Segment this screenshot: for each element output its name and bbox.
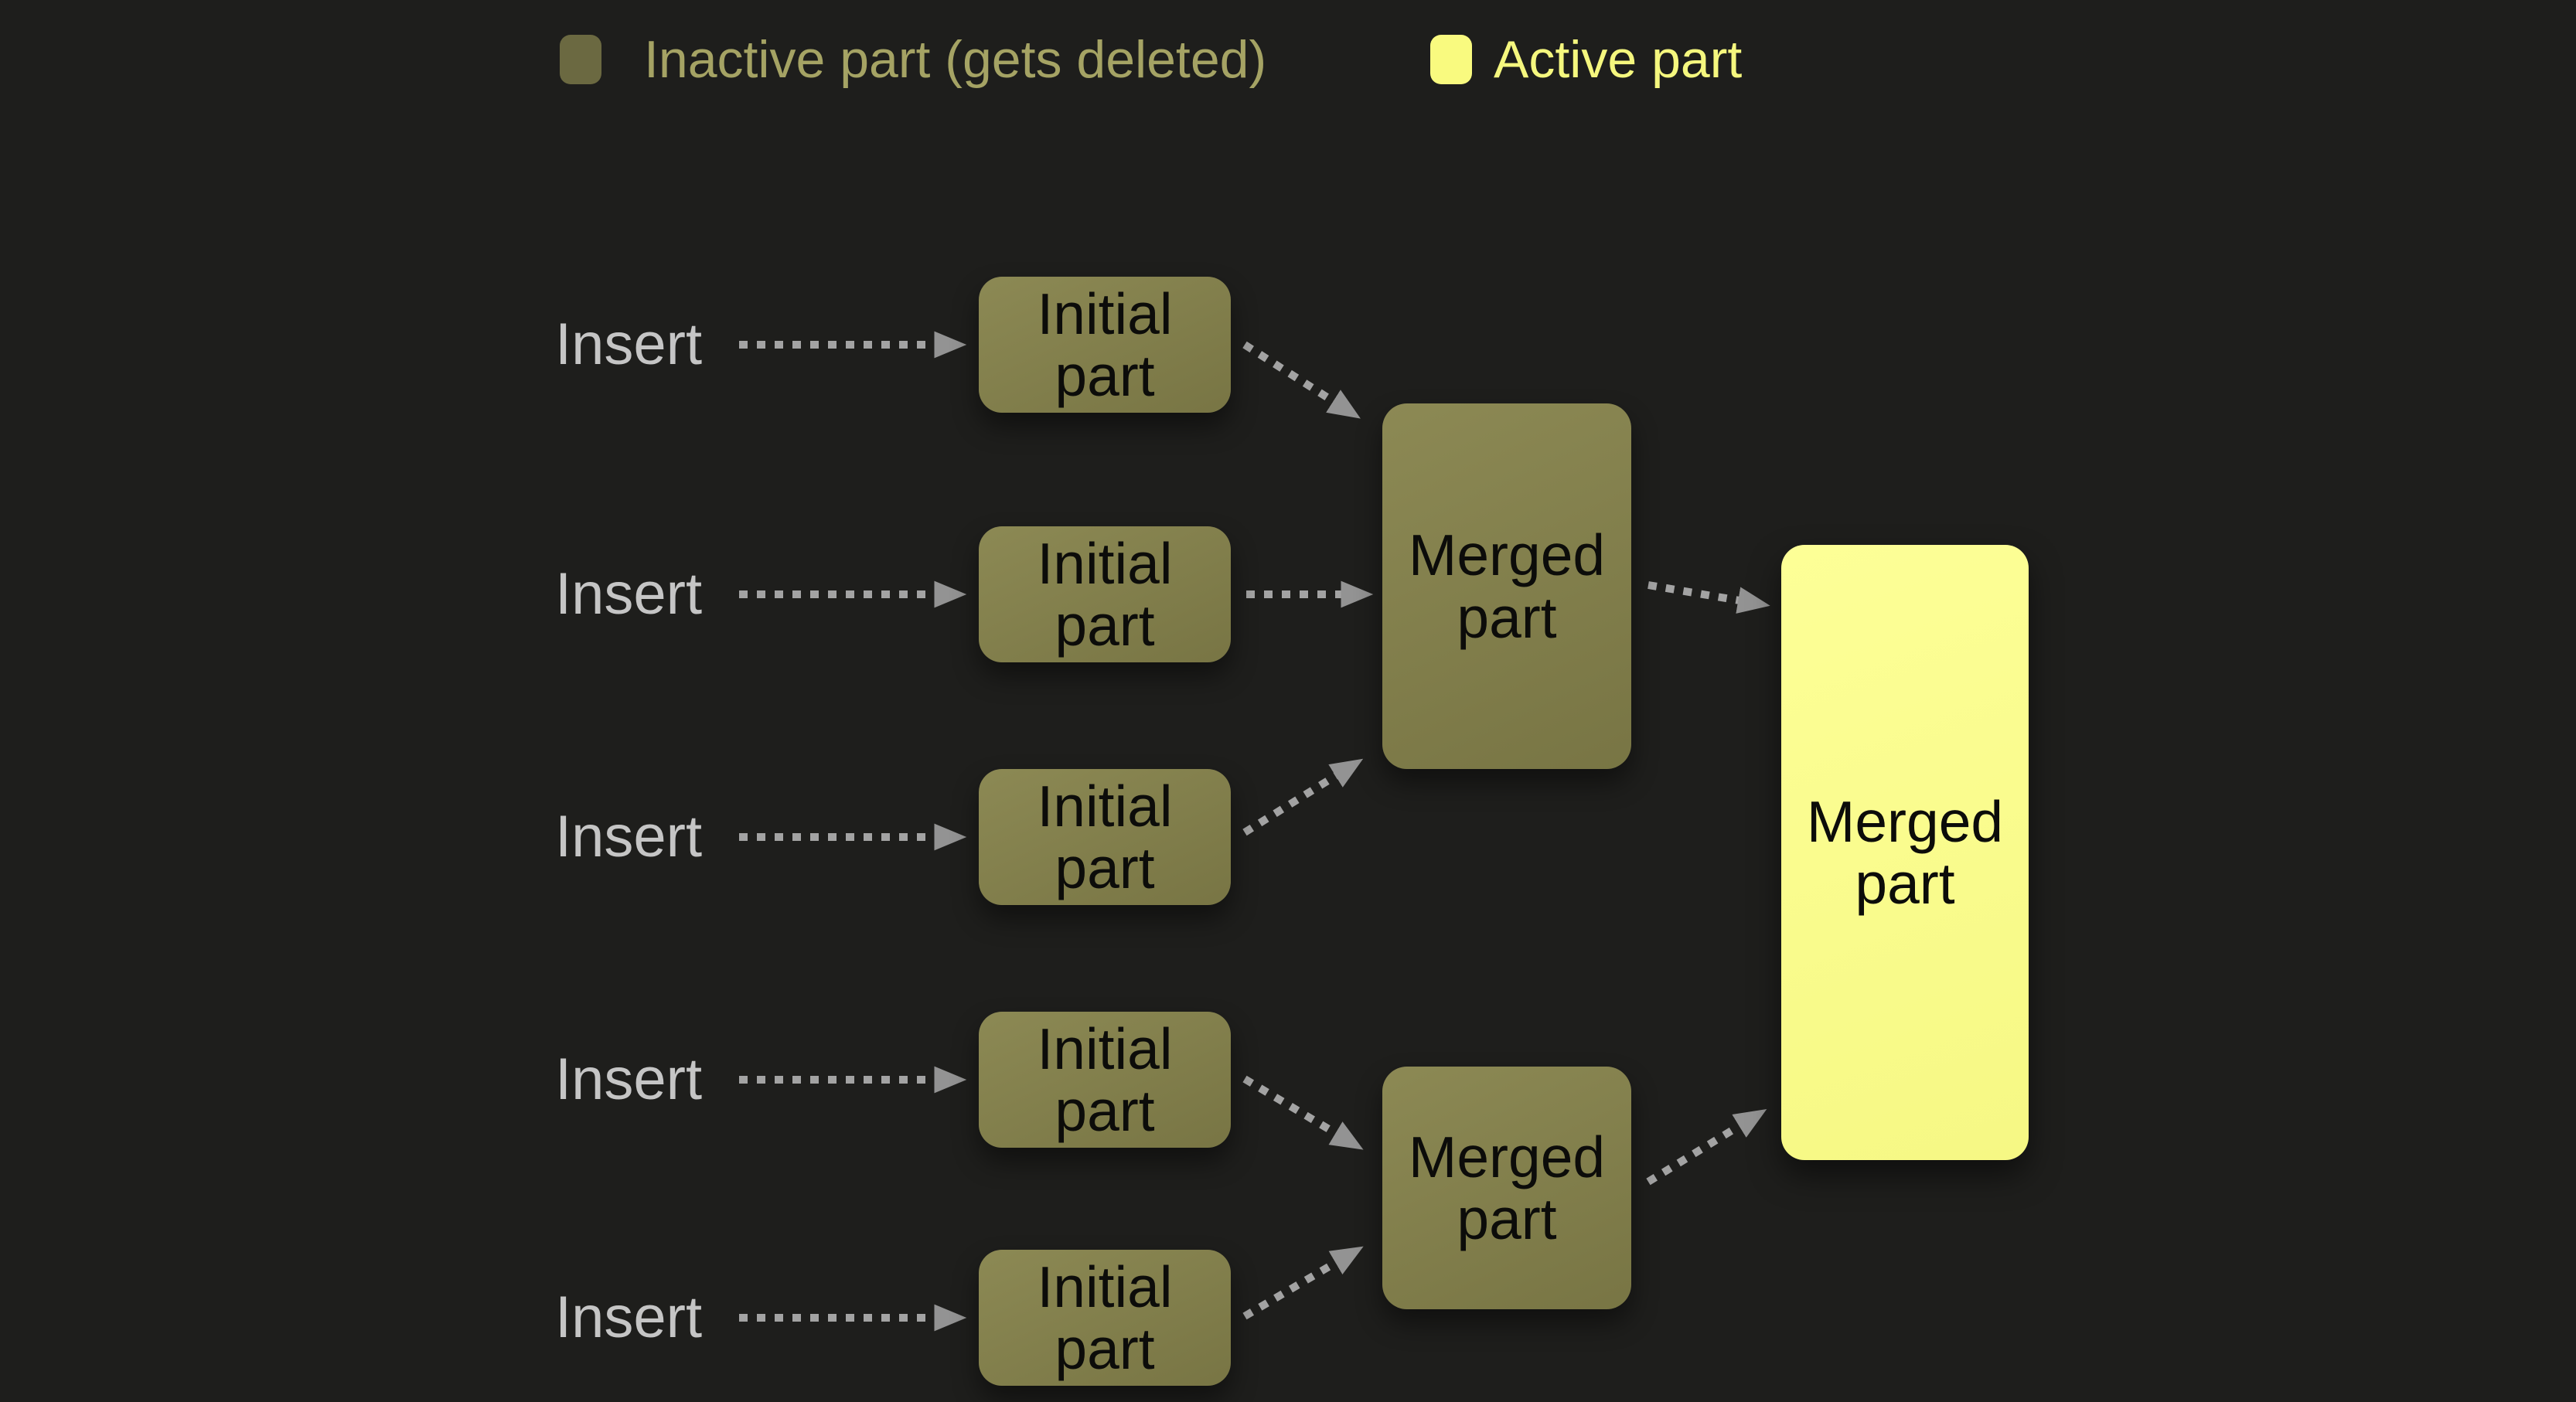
- merge1-arrow-from-initial3: [1242, 758, 1364, 836]
- initial-part-node: Initial part: [979, 769, 1231, 905]
- node-label: Initial part: [1037, 1254, 1173, 1381]
- final-arrow-from-merge1: [1647, 581, 1770, 614]
- legend-label-inactive: Inactive part (gets deleted): [644, 30, 1267, 89]
- node-label: Initial part: [1037, 281, 1173, 408]
- initial-part-node: Initial part: [979, 1012, 1231, 1148]
- active-part-swatch-icon: [1430, 35, 1472, 84]
- initial-part-node: Initial part: [979, 277, 1231, 413]
- active-merged-part-node: Merged part: [1781, 545, 2029, 1160]
- insert-label: Insert: [555, 311, 703, 377]
- inactive-part-swatch-icon: [560, 35, 601, 84]
- node-label: Initial part: [1037, 773, 1173, 900]
- node-label: Merged part: [1806, 788, 2004, 916]
- merge1-arrow-from-initial1: [1242, 341, 1361, 419]
- merge2-arrow-from-initial4: [1242, 1075, 1364, 1150]
- node-label: Initial part: [1037, 530, 1173, 658]
- insert-label: Insert: [555, 1046, 703, 1112]
- initial-part-node: Initial part: [979, 526, 1231, 662]
- legend-label-active: Active part: [1494, 30, 1743, 89]
- insert-label: Insert: [555, 1285, 703, 1350]
- final-arrow-from-merge2: [1646, 1108, 1767, 1186]
- insert-label: Insert: [555, 804, 703, 869]
- merge2-arrow-from-initial5: [1242, 1246, 1364, 1320]
- merged-part-node: Merged part: [1382, 403, 1631, 769]
- node-label: Initial part: [1037, 1016, 1173, 1143]
- node-label: Merged part: [1408, 522, 1606, 650]
- insert-label: Insert: [555, 561, 703, 627]
- initial-part-node: Initial part: [979, 1250, 1231, 1386]
- merged-part-node: Merged part: [1382, 1067, 1631, 1309]
- node-label: Merged part: [1408, 1124, 1606, 1251]
